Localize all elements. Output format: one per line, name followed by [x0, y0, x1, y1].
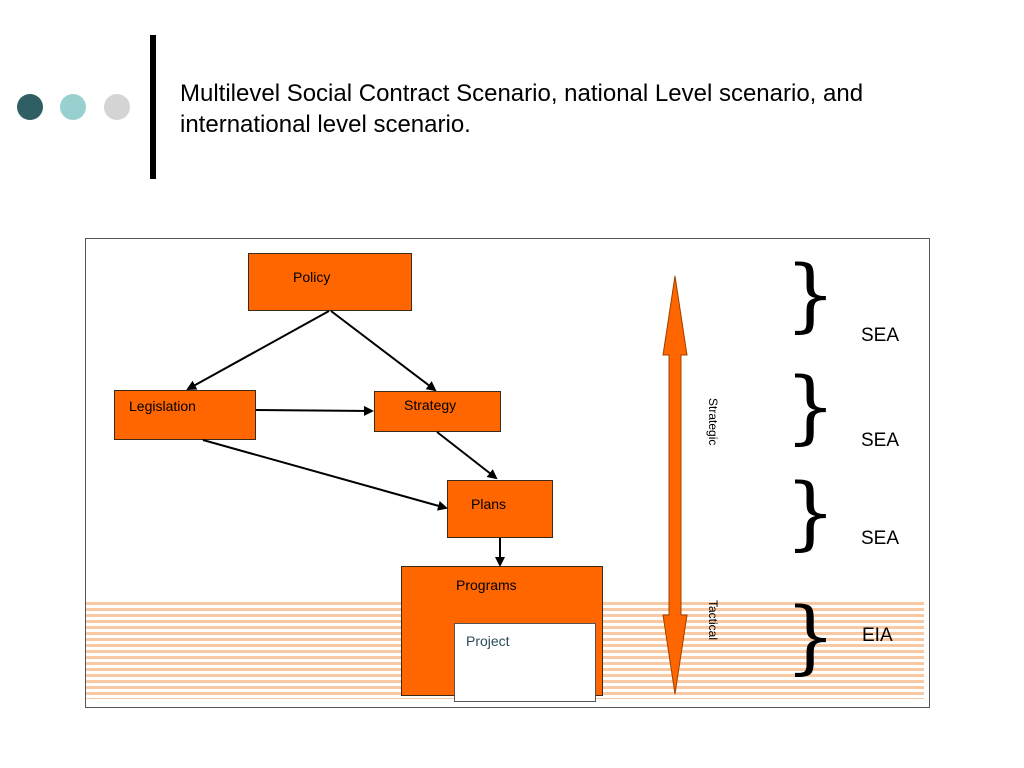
- edge-legislation-plans: [202, 439, 448, 511]
- node-programs-label: Programs: [456, 577, 517, 593]
- brace-2-icon: }: [785, 360, 836, 453]
- node-plans-label: Plans: [471, 496, 507, 512]
- level-label-4: EIA: [862, 625, 893, 646]
- strategic-tactical-arrow: [662, 275, 688, 695]
- brace-3-icon: }: [785, 466, 836, 559]
- node-legislation-label: Legislation: [129, 398, 196, 414]
- node-policy-label: Policy: [293, 269, 331, 285]
- slide-dot-dark: [17, 94, 43, 120]
- node-legislation: Legislation: [114, 390, 256, 440]
- level-label-2: SEA: [861, 430, 900, 451]
- strategic-label: Strategic: [706, 398, 720, 446]
- brace-1-icon: }: [785, 248, 836, 341]
- slide-title: Multilevel Social Contract Scenario, nat…: [180, 80, 864, 138]
- level-label-3: SEA: [861, 528, 900, 549]
- tactical-label: Tactical: [706, 600, 720, 641]
- node-project-label: Project: [466, 633, 510, 649]
- node-plans: Plans: [447, 480, 553, 538]
- level-label-1: SEA: [861, 325, 900, 346]
- brace-4-icon: }: [785, 590, 836, 683]
- node-strategy-label: Strategy: [404, 397, 457, 413]
- edge-policy-strategy: [330, 310, 437, 392]
- edge-legislation-strategy: [255, 405, 374, 416]
- slide-dot-teal: [60, 94, 86, 120]
- node-policy: Policy: [248, 253, 412, 311]
- title-divider: [150, 35, 156, 179]
- node-strategy: Strategy: [374, 391, 501, 432]
- slide-dot-grey: [104, 94, 130, 120]
- edge-strategy-plans: [436, 431, 498, 480]
- node-project: Project: [454, 623, 596, 702]
- edge-policy-legislation: [186, 310, 330, 390]
- diagram-frame: [85, 238, 930, 708]
